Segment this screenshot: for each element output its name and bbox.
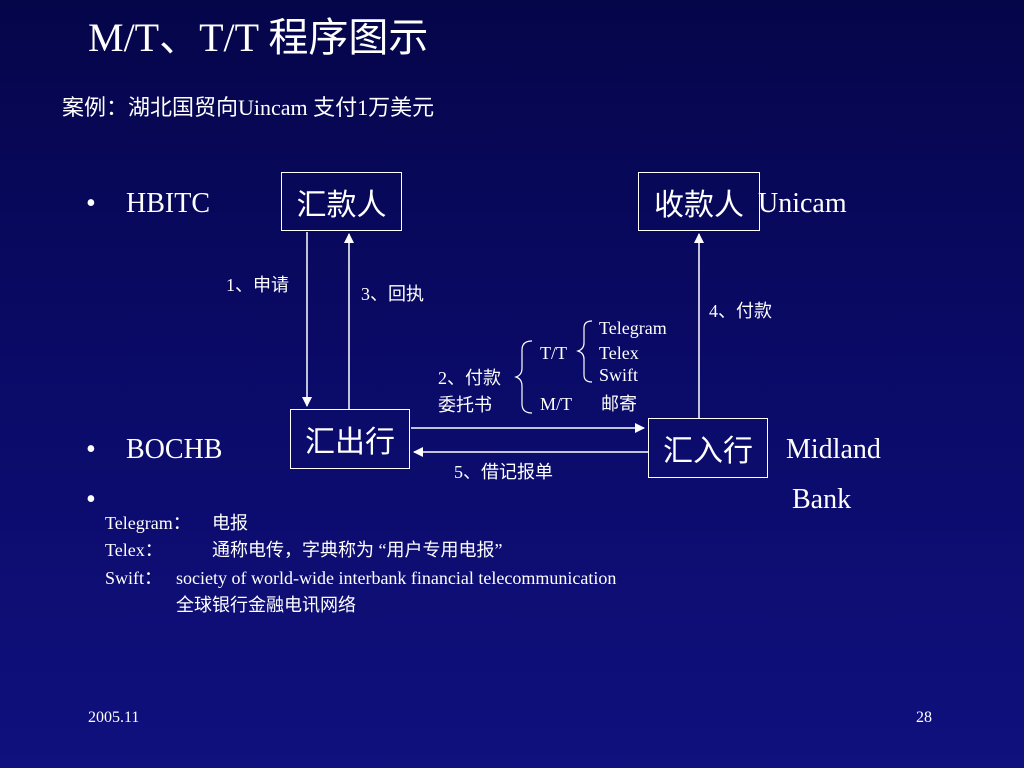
remitting-bank-box: 汇出行 [290, 409, 410, 469]
note-swift-text: society of world-wide interbank financia… [176, 568, 617, 588]
note-telex-text: 通称电传，字典称为 “用户专用电报” [212, 540, 503, 560]
remitter-org-label: HBITC [126, 188, 210, 219]
channel-mail: 邮寄 [601, 394, 637, 414]
method-mt: M/T [540, 394, 573, 414]
channel-telegram: Telegram [599, 318, 667, 338]
step-apply-label: 1、申请 [226, 275, 289, 295]
step-receipt-label: 3、回执 [361, 284, 424, 304]
step-payment-label: 4、付款 [709, 301, 772, 321]
page-number: 28 [916, 709, 932, 726]
brace-tt-channels [576, 320, 593, 383]
slide-title: M/T、T/T 程序图示 [88, 15, 429, 60]
channel-telex: Telex [599, 343, 639, 363]
payee-org-label: Unicam [758, 188, 847, 219]
bullet-marker: • [86, 484, 96, 515]
method-tt: T/T [540, 343, 567, 363]
case-subtitle: 案例：湖北国贸向Uincam 支付1万美元 [62, 95, 435, 120]
paying-bank-name-line1: Midland [786, 434, 881, 465]
payee-box: 收款人 [638, 172, 760, 231]
step-debit-advice-label: 5、借记报单 [454, 462, 553, 482]
brace-method [514, 340, 533, 414]
note-telegram-label: Telegram： [105, 513, 191, 533]
bullet-marker: • [86, 434, 96, 465]
step-payment-order-label-2: 委托书 [438, 395, 492, 415]
step-payment-order-label-1: 2、付款 [438, 368, 501, 388]
paying-bank-box: 汇入行 [648, 418, 768, 478]
footer-date: 2005.11 [88, 709, 140, 726]
note-swift-label: Swift： [105, 568, 163, 588]
remitting-bank-org-label: BOCHB [126, 434, 223, 465]
bullet-marker: • [86, 188, 96, 219]
note-telex-label: Telex： [105, 540, 163, 560]
paying-bank-name-line2: Bank [792, 484, 852, 515]
remitter-box: 汇款人 [281, 172, 402, 231]
channel-swift: Swift [599, 365, 639, 385]
note-swift-text-cn: 全球银行金融电讯网络 [176, 595, 356, 615]
note-telegram-text: 电报 [212, 513, 248, 533]
